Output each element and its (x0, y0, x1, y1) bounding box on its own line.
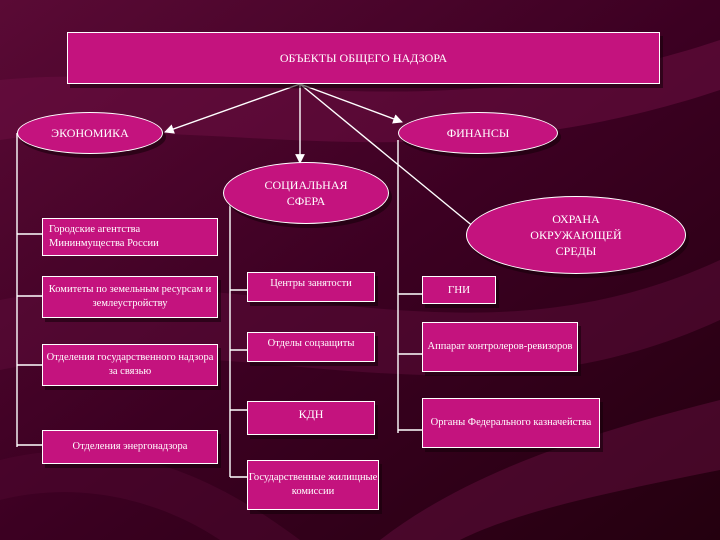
node-social: СОЦИАЛЬНАЯ СФЕРА (223, 162, 389, 224)
social-item-4: Государственные жилищные комиссии (247, 460, 379, 510)
economy-item-3: Отделения государственного надзора за св… (42, 344, 218, 386)
title-text: ОБЪЕКТЫ ОБЩЕГО НАДЗОРА (279, 50, 448, 65)
social-item-2: Отделы соцзащиты (247, 332, 375, 362)
environment-item-2: Аппарат контролеров-ревизоров (422, 322, 578, 372)
economy-item-4: Отделения энергонадзора (42, 430, 218, 464)
title-box: ОБЪЕКТЫ ОБЩЕГО НАДЗОРА (67, 32, 660, 84)
social-item-1: Центры занятости (247, 272, 375, 302)
node-finance: ФИНАНСЫ (398, 112, 558, 154)
social-item-3: КДН (247, 401, 375, 435)
arrow-to-environment (299, 83, 481, 233)
economy-item-2: Комитеты по земельным ресурсам и землеус… (42, 276, 218, 318)
environment-item-3: Органы Федерального казначейства (422, 398, 600, 448)
node-economy: ЭКОНОМИКА (17, 112, 163, 154)
environment-item-1: ГНИ (422, 276, 496, 304)
arrow-to-finance (299, 83, 403, 124)
node-environment: ОХРАНА ОКРУЖАЮЩЕЙ СРЕДЫ (466, 196, 686, 274)
arrow-to-economy (164, 83, 301, 134)
economy-item-1: Городские агентства Мининмущества России (42, 218, 218, 256)
